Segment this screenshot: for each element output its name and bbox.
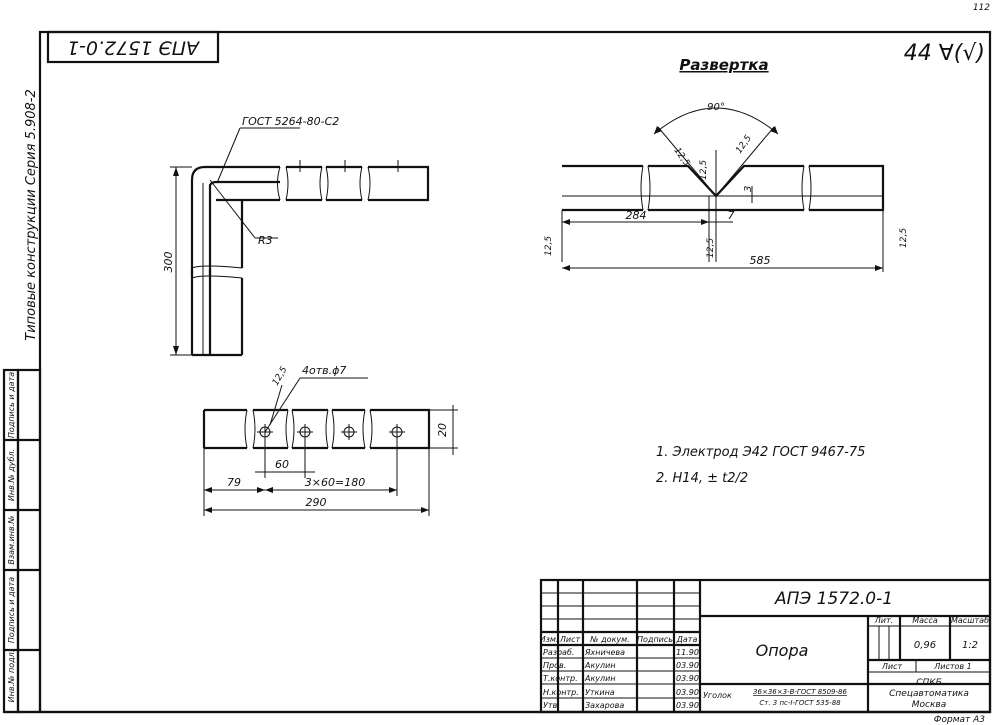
tb-row-role: Пров. [543,661,566,670]
tb-row-date: 11.90 [676,648,699,657]
tb-row-date: 03.90 [676,701,699,710]
length-dim-label: 290 [306,496,327,509]
tb-col-header-5: Дата [676,635,698,644]
offset-dim-label: 79 [227,476,241,489]
gap-dim-label: 7 [728,209,735,222]
holes-label: 4отв.ϕ7 [302,364,346,377]
margin-cell-3: Взам.инв.№ [7,515,16,564]
tb-col-header-1: Изм. [540,635,559,644]
margin-cell-5: Подпись и дата [7,372,16,438]
left-dim-label: 284 [626,209,647,222]
series-label: Типовые конструкции Серия 5.908-2 [24,89,39,341]
total-dim-label: 585 [750,254,771,267]
tb-row-role: Разраб. [543,648,574,657]
tb-material-bottom: Ст. 3 пс-I-ГОСТ 535-88 [759,699,841,707]
razv-roughness-2: 12,5 [734,133,754,155]
tb-col-header-2: Лист [559,635,581,644]
angle-label: 90° [707,102,725,113]
tb-sheet-label: Лист [881,662,903,671]
top-stamp-text: АПЭ 1572.0-1 [67,37,201,59]
width-dim-label: 20 [436,423,449,437]
left-margin-column [2,368,42,714]
frame-border [38,30,992,714]
tb-lit-label: Лит. [874,616,893,625]
plan-view [202,377,458,516]
tb-row-name: Захарова [585,701,624,710]
tb-row-role: Т.контр. [543,674,578,683]
tb-row-role: Утв. [543,701,560,710]
tb-scale-label: Масштаб [951,616,989,625]
title-block-grid [539,578,992,714]
tb-row-date: 03.90 [676,674,699,683]
bent-angle-view [170,127,430,357]
razv-roughness-6: 12,5 [899,228,909,248]
tb-mass-value: 0,96 [914,640,936,651]
razv-roughness-5: 12,5 [544,236,554,256]
bend-radius-label: R3 [258,234,273,247]
tb-org-3: Москва [912,700,946,710]
tb-org-2: Спецавтоматика [889,689,969,699]
tb-row-role: Н.контр. [543,688,579,697]
razvertka-view [561,107,885,272]
tb-scale-value: 1:2 [962,640,978,651]
corner-number: 112 [973,3,990,13]
tb-drawing-code: АПЭ 1572.0-1 [774,589,893,609]
margin-cell-2: Подпись и дата [7,577,16,643]
depth-dim-label: 3 [743,186,754,192]
tb-sheets-label: Листов 1 [933,662,972,671]
tb-org-1: СПКБ [916,678,942,688]
tb-material-top: 36×36×3-В-ГОСТ 8509-86 [753,688,847,696]
tb-row-date: 03.90 [676,688,699,697]
margin-cell-4: Инв.№ дубл. [7,449,16,501]
weld-gost-label: ГОСТ 5264-80-С2 [242,115,339,128]
razv-roughness-4: 12,5 [706,238,716,258]
tb-row-name: Акулин [584,661,616,670]
tb-format: Формат А3 [934,715,986,725]
note-2: 2. Н14, ± t2/2 [656,471,748,486]
tb-row-date: 03.90 [676,661,699,670]
plan-roughness-label: 12,5 [271,365,290,388]
razvertka-title: Развертка [679,56,768,74]
razv-roughness-3: 12,5 [699,160,709,180]
note-1: 1. Электрод Э42 ГОСТ 9467-75 [656,445,865,460]
tb-part-name: Опора [756,641,809,660]
tb-row-name: Уткина [585,688,615,697]
height-dim-label: 300 [162,252,175,273]
pitch-dim-label: 60 [275,458,289,471]
tb-col-header-3: № докум. [589,635,629,644]
top-stamp-box [46,30,220,64]
tb-col-header-4: Подпись [637,635,673,644]
spacing-dim-label: 3×60=180 [305,476,365,489]
tb-mass-label: Масса [912,616,938,625]
tb-row-name: Акулин [584,674,616,683]
tb-material-prefix: Уголок [703,691,732,700]
roughness-mark: 44 ∀(√) [904,41,985,66]
tb-row-name: Яхничева [584,648,625,657]
margin-cell-1: Инв.№ подл. [7,650,16,703]
